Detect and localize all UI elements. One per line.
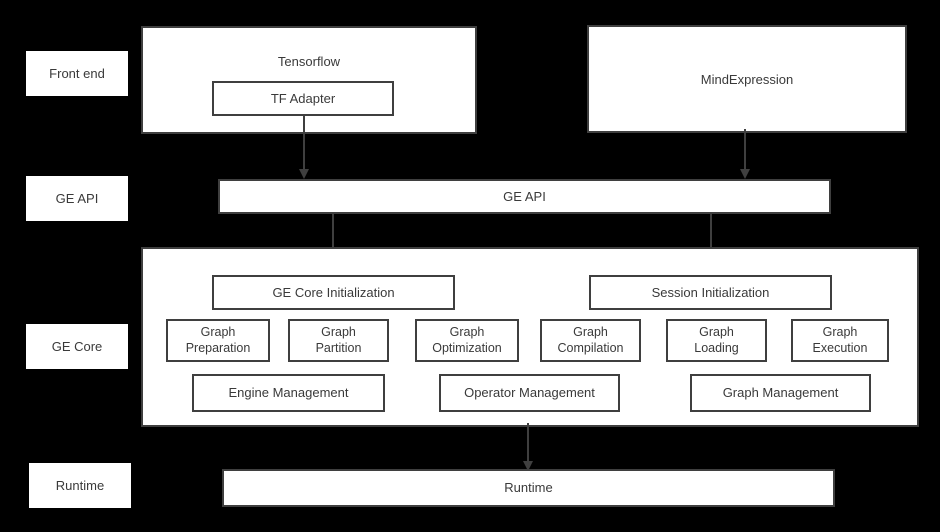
tensorflow-panel: Tensorflow [141,26,477,134]
module-graph-compilation: Graph Compilation [540,319,641,362]
stage-label-ge-api: GE API [26,176,128,221]
module-graph-preparation: Graph Preparation [166,319,270,362]
stage-label-ge-core: GE Core [26,324,128,369]
tensorflow-panel-title: Tensorflow [277,54,341,69]
module-graph-execution: Graph Execution [791,319,889,362]
ge-core-initialization-box: GE Core Initialization [212,275,455,310]
mindexpression-panel: MindExpression [587,25,907,133]
manager-engine-management: Engine Management [192,374,385,412]
runtime-bar: Runtime [222,469,835,507]
stage-label-front-end: Front end [26,51,128,96]
manager-operator-management: Operator Management [439,374,620,412]
module-graph-partition: Graph Partition [288,319,389,362]
ge-api-bar: GE API [218,179,831,214]
manager-graph-management: Graph Management [690,374,871,412]
tf-adapter-box: TF Adapter [212,81,394,116]
mindexpression-panel-title: MindExpression [700,72,794,87]
module-graph-loading: Graph Loading [666,319,767,362]
module-graph-optimization: Graph Optimization [415,319,519,362]
stage-label-runtime: Runtime [29,463,131,508]
session-initialization-box: Session Initialization [589,275,832,310]
